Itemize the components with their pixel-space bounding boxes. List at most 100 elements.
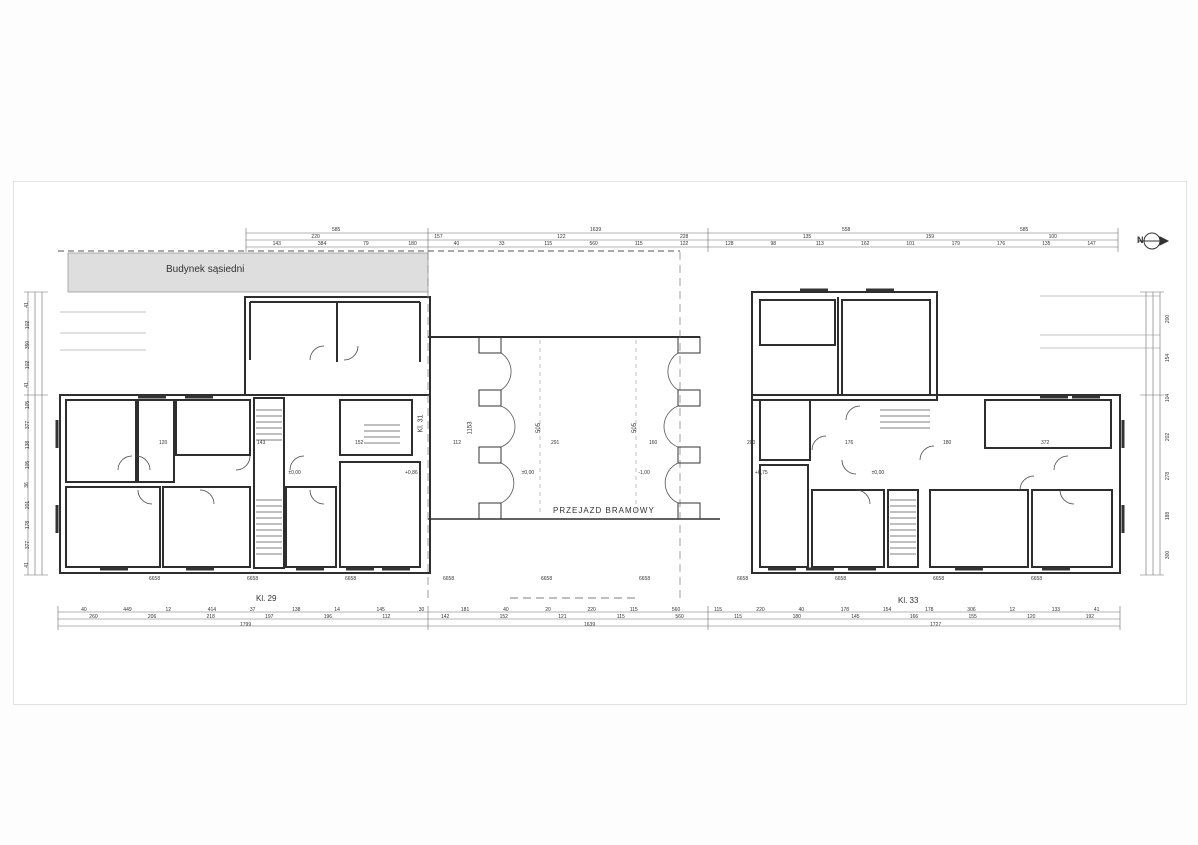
top-dim-label: 122 — [680, 241, 689, 247]
bottom-dim-label: 166 — [909, 614, 919, 620]
left-building — [59, 296, 431, 574]
bottom-dim-label: 12 — [1009, 607, 1016, 613]
north-label: N — [1137, 235, 1144, 245]
top-dim-label: 135 — [802, 234, 812, 240]
right-dim-label: 154 — [1165, 353, 1172, 363]
bottom-dim-label: 40 — [798, 607, 805, 613]
right-doors — [811, 405, 1075, 505]
left-doors — [117, 345, 359, 505]
top-dim-label: 159 — [925, 234, 935, 240]
level-mark-label: ±0,00 — [288, 470, 301, 476]
top-dim-label: 143 — [272, 241, 281, 247]
bottom-dim-label: 115 — [714, 607, 723, 613]
room-dim-label: 291 — [551, 440, 560, 446]
left-dim-label: 377 — [25, 540, 32, 550]
stair-left-label: Kl. 29 — [256, 594, 277, 603]
top-dim-left-total: 585 — [332, 227, 341, 233]
bottom-dim-label: 196 — [323, 614, 333, 620]
right-dim-label: 104 — [1165, 393, 1172, 402]
bottom-dim-left-total: 1799 — [240, 622, 252, 628]
bottom-dim-label: 260 — [89, 614, 98, 620]
bottom-dim-label: 138 — [292, 607, 301, 613]
bottom-dim-label: 178 — [925, 607, 934, 613]
bottom-dim-label: 12 — [165, 607, 172, 613]
bottom-dim-label: 155 — [968, 614, 977, 620]
stair-right-label: Kl. 33 — [898, 596, 919, 605]
top-dim-label: 128 — [725, 241, 734, 247]
left-dim-label: 105 — [25, 460, 32, 470]
room-dim-label: 120 — [159, 440, 168, 446]
top-dim-label: 100 — [1048, 234, 1057, 240]
gate-passage — [427, 252, 720, 600]
window-label: 6658 — [541, 576, 553, 582]
left-dim-label: 105 — [25, 400, 32, 410]
passage-dim-1: 1153 — [467, 421, 474, 435]
bottom-dim-label: 115 — [629, 607, 638, 613]
room-dim-label: 176 — [845, 440, 854, 446]
level-mark-label: +0,86 — [405, 470, 418, 476]
bottom-dim-label: 192 — [1085, 614, 1095, 620]
room-dim-label: 112 — [453, 440, 461, 446]
bottom-dim-label: 142 — [440, 614, 450, 620]
top-dim-label: 180 — [408, 241, 417, 247]
bottom-dim-label: 152 — [499, 614, 508, 620]
bottom-dimension-lines — [57, 606, 1121, 630]
passage-dim-2: 505 — [536, 422, 543, 434]
top-dim-mid-total: 1639 — [590, 227, 602, 233]
top-dim-label: 384 — [317, 241, 327, 247]
top-dim-label: 179 — [951, 241, 960, 247]
passage-dim-3: 505 — [632, 422, 639, 434]
bottom-dim-label: 30 — [418, 607, 425, 613]
right-dim-label: 202 — [1165, 432, 1172, 442]
north-arrow-icon — [1138, 232, 1170, 250]
right-stairs — [880, 409, 930, 555]
left-dim-label: 41 — [23, 562, 30, 568]
top-dim-label: 98 — [770, 241, 777, 247]
top-dim-label: 220 — [311, 234, 320, 240]
top-dim-label: 135 — [1042, 241, 1051, 247]
bottom-dim-label: 180 — [792, 614, 801, 620]
room-dim-label: 200 — [747, 440, 756, 446]
top-dim-label: 162 — [861, 241, 870, 247]
bottom-dim-label: 115 — [616, 614, 625, 620]
bottom-dim-label: 560 — [671, 607, 681, 613]
left-windows — [55, 395, 410, 571]
bottom-dim-label: 560 — [675, 614, 684, 620]
left-dim-label: 102 — [25, 360, 32, 370]
top-dim-label: 115 — [634, 241, 643, 247]
top-dim-label: 113 — [815, 241, 824, 247]
left-dim-label: 138 — [25, 440, 32, 450]
window-label: 6658 — [345, 576, 357, 582]
bottom-dim-label: 112 — [382, 614, 391, 620]
right-dim-label: 278 — [1165, 472, 1172, 481]
bottom-dim-label: 197 — [265, 614, 274, 620]
extension-lines — [60, 295, 1160, 351]
window-label: 6658 — [1031, 576, 1043, 582]
passage-label: PRZEJAZD BRAMOWY — [553, 506, 655, 515]
bottom-dim-label: 306 — [967, 607, 976, 613]
bottom-dim-label: 40 — [503, 607, 509, 613]
bottom-dim-label: 178 — [840, 607, 850, 613]
right-dimension-lines — [1140, 291, 1164, 576]
window-label: 6658 — [639, 576, 651, 582]
left-dim-label: 377 — [25, 420, 32, 430]
neighbour-building-strip — [58, 250, 680, 293]
right-dim-label: 300 — [1165, 551, 1172, 560]
bottom-dim-label: 154 — [882, 607, 892, 613]
bottom-dim-label: 115 — [734, 614, 742, 620]
top-dim-label: 33 — [498, 241, 505, 247]
left-dim-label: 178 — [25, 520, 32, 530]
level-mark-label: -1,00 — [638, 470, 650, 476]
bottom-dim-mid-total: 1639 — [584, 622, 596, 628]
bottom-dim-label: 14 — [334, 607, 340, 613]
bottom-dim-label: 133 — [1051, 607, 1061, 613]
level-mark-label: ±0,00 — [871, 470, 885, 476]
stair-mid-label: Kl. 31 — [417, 414, 425, 433]
bottom-dim-label: 40 — [81, 607, 87, 613]
bottom-dim-label: 181 — [460, 607, 470, 613]
top-dim-label: 560 — [589, 241, 598, 247]
left-stairs — [256, 409, 400, 555]
room-dim-label: 372 — [1041, 440, 1050, 446]
